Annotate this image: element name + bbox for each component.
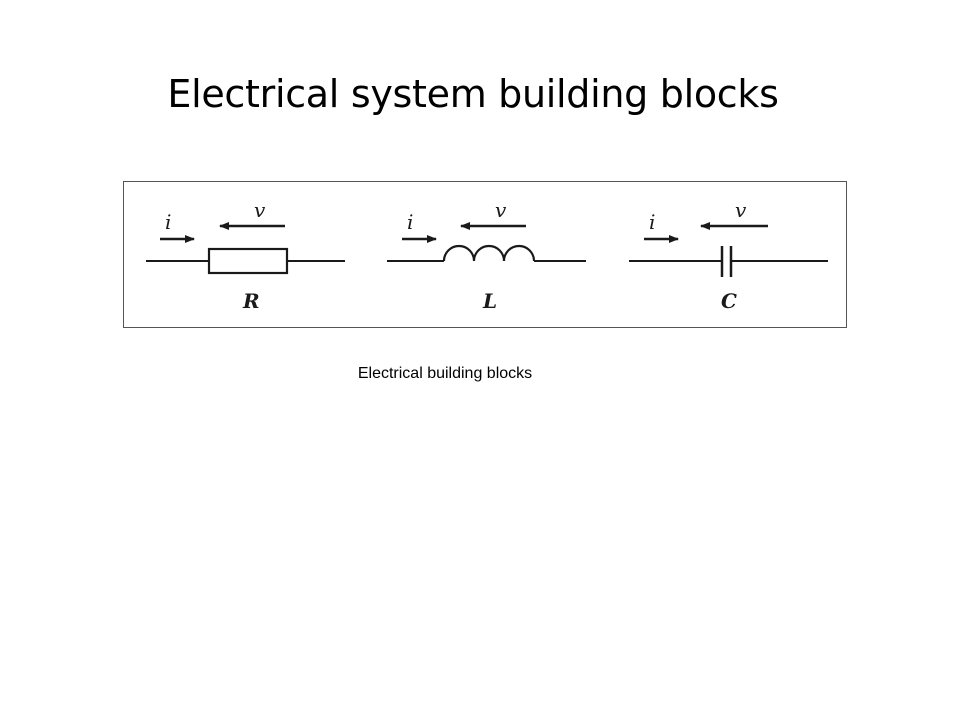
component-label-capacitor: C <box>721 289 737 313</box>
component-label-inductor: L <box>482 289 497 313</box>
voltage-label-inductor: v <box>495 198 507 222</box>
circuit-figure: i v R i v L i v <box>123 181 847 328</box>
voltage-label-resistor: v <box>254 198 266 222</box>
current-label-inductor: i <box>407 210 413 234</box>
resistor-symbol <box>207 247 289 275</box>
voltage-label-capacitor: v <box>735 198 747 222</box>
component-label-resistor: R <box>242 289 260 313</box>
inductor-coil-symbol <box>442 244 536 262</box>
figure-caption: Electrical building blocks <box>357 365 533 382</box>
capacitor-block: i v C <box>629 198 828 313</box>
slide-title: Electrical system building blocks <box>167 72 779 116</box>
circuit-diagram: i v R i v L i v <box>146 198 828 313</box>
current-label-resistor: i <box>165 210 171 234</box>
current-label-capacitor: i <box>649 210 655 234</box>
resistor-block: i v R <box>146 198 345 313</box>
inductor-block: i v L <box>387 198 586 313</box>
